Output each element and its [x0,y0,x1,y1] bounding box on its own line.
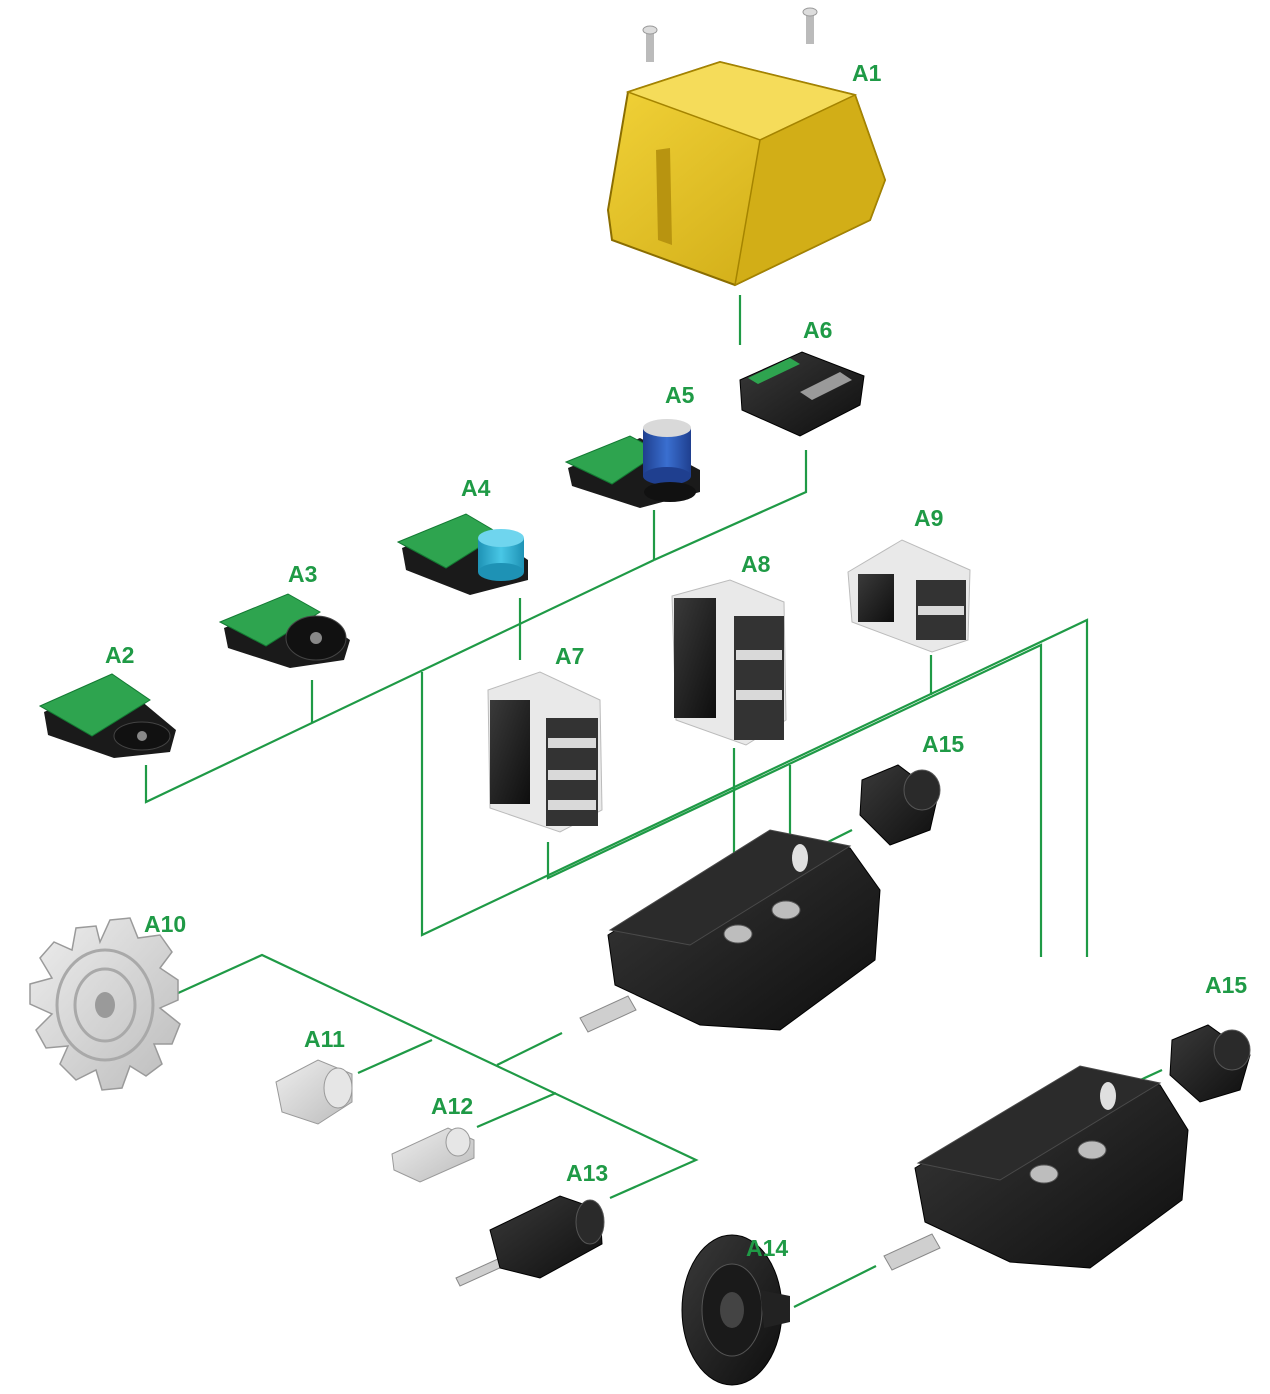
a6-terminal [748,358,800,384]
a8-cam-1 [736,650,782,660]
gland-upper-nut [903,769,941,811]
leader-a14 [793,1265,877,1308]
a5-module [564,419,700,508]
a11-face [323,1067,353,1109]
label-a7: A7 [555,643,584,669]
a4-module [396,513,528,595]
housing-lower-bore-2 [1077,1140,1107,1160]
a5-pot-top [643,419,691,437]
screw-left [646,30,654,62]
cover-slot [656,148,672,245]
a14-spigot [760,1290,790,1328]
label-a15-upper: A15 [922,731,964,757]
label-a9: A9 [914,505,943,531]
cover-side-face [734,93,886,287]
a5-pot-bottom [643,467,691,485]
housing-lower-top [916,1065,1162,1181]
label-a10: A10 [144,911,186,937]
gland-lower-nut [1213,1029,1251,1071]
a13-end [575,1199,605,1245]
base-housing-lower [883,1065,1189,1271]
a9-block [858,574,894,622]
gear-ring-inner [73,967,137,1043]
label-a11: A11 [304,1026,345,1052]
screw-right-head [802,7,818,17]
a4-pot-bottom [478,563,524,581]
a8-block [674,598,716,718]
leader-a6-to-a5 [653,450,808,562]
a9-cam-1 [918,606,964,615]
gear-ring-outer [55,948,155,1062]
screw-left-head [642,25,658,35]
screw-right [806,12,814,44]
label-a6: A6 [803,317,832,343]
a2-pcb [38,673,151,737]
a6-module [739,351,865,437]
label-a8: A8 [741,551,771,577]
gear-hub [95,992,115,1018]
base-housing-upper [579,829,881,1033]
housing-lower-shaft [883,1233,941,1271]
leader-main-chain [144,559,655,804]
a13-pin [455,1257,505,1287]
label-a12: A12 [431,1093,473,1119]
label-a15-lower: A15 [1205,972,1247,998]
a3-module [218,593,350,668]
a3-hub [310,632,322,644]
leader-a10-a13 [175,953,699,1200]
leader-a7 [546,643,1043,957]
leader-shaft-upper [496,1032,563,1066]
label-a13: A13 [566,1160,608,1186]
a3-pcb [218,593,321,647]
a7-cam-3 [548,800,596,810]
housing-upper-top [608,829,852,946]
a6-housing [739,351,865,437]
housing-upper-shaft [579,995,637,1033]
a14-adapter [681,1234,790,1386]
a15-gland-upper [859,764,941,846]
housing-lower-port [1100,1082,1116,1110]
leader-a11 [357,1038,433,1075]
leader-a7-branch [420,618,1089,957]
label-a3: A3 [288,561,317,587]
a14-bore [720,1292,744,1328]
label-a14: A14 [746,1235,788,1261]
a7-cam-1 [548,738,596,748]
a4-pot-top [478,529,524,547]
a12-face [445,1127,471,1157]
a9-module [847,539,971,653]
a11-coupling [275,1059,353,1125]
label-a1: A1 [852,60,882,86]
a7-module [487,671,603,833]
leader-a12 [476,1091,557,1129]
housing-upper-bore-1 [723,924,753,944]
housing-lower-bore-1 [1029,1164,1059,1184]
a12-key [391,1127,475,1183]
housing-upper-port [792,844,808,872]
a5-gear [644,482,696,502]
label-a2: A2 [105,642,134,668]
a13-body [489,1195,603,1279]
label-a4: A4 [461,475,491,501]
a10-gear [29,917,181,1091]
label-a5: A5 [665,382,695,408]
a2-module [38,673,176,758]
a8-cam-2 [736,690,782,700]
a13-shaft [455,1195,605,1287]
callout-labels: A1 A2 A3 A4 A5 A6 A7 A8 A9 A10 A11 A12 A… [105,60,1247,1261]
a15-gland-lower [1169,1024,1251,1103]
a8-cam-stack [734,616,784,740]
a7-cam-2 [548,770,596,780]
housing-upper-bore-2 [771,900,801,920]
a2-hub [137,731,147,741]
a1-cover [606,7,887,287]
a7-block [490,700,530,804]
a6-window [800,372,852,400]
a8-module [671,579,787,746]
